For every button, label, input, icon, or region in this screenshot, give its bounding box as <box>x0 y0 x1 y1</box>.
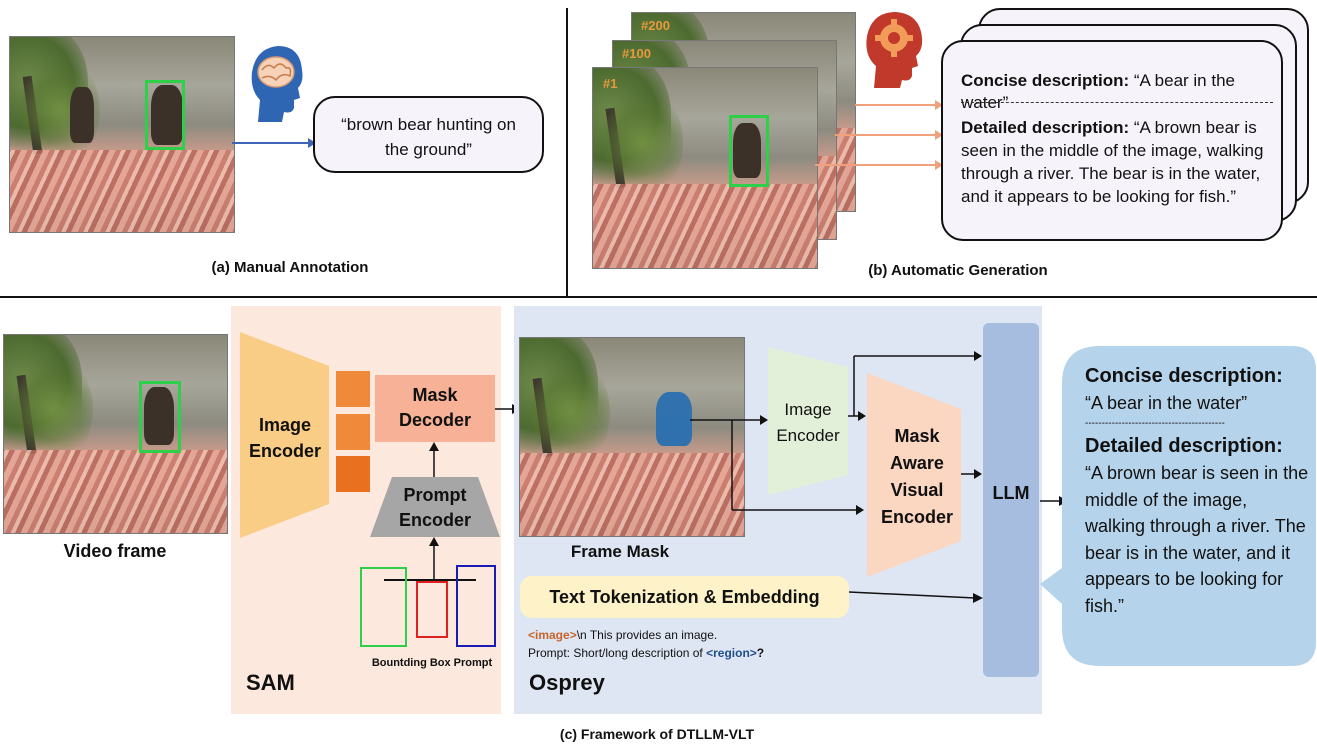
mask-decoder-label: Mask Decoder <box>398 385 472 430</box>
output-detailed-text: “A brown bear is seen in the middle of t… <box>1085 463 1309 616</box>
embedding-block-2 <box>336 414 370 450</box>
text-tokenization-block: Text Tokenization & Embedding <box>520 576 849 618</box>
prompt-line2-end: ? <box>756 646 765 660</box>
panel-b-arrows <box>815 95 945 175</box>
frame-1 <box>592 67 818 269</box>
prompt-encoder-label: Prompt Encoder <box>398 485 472 530</box>
panel-b-description-bubble: Concise description: “A bear in the wate… <box>941 40 1283 241</box>
prompt-to-decoder-arrow <box>428 442 440 478</box>
output-concise-text: “A bear in the water” <box>1085 393 1248 413</box>
panel-c-bounding-box <box>139 381 181 453</box>
sam-title: SAM <box>246 670 295 695</box>
embedding-block-1 <box>336 371 370 407</box>
panel-b-dashed-divider <box>961 102 1273 103</box>
panel-b-detailed-label: Detailed description: <box>961 118 1130 137</box>
output-concise-label: Concise description: <box>1085 365 1283 387</box>
panel-a-caption: (a) Manual Annotation <box>211 259 369 276</box>
frame-mask-image <box>519 337 745 537</box>
brain-head-icon <box>248 42 304 126</box>
prompt-line1: \n This provides an image. <box>576 628 718 642</box>
bbox-prompt-connector <box>384 579 476 581</box>
mask-decoder: Mask Decoder <box>375 375 495 442</box>
panel-c-video-frame <box>3 334 228 534</box>
bbox-prompt-red <box>416 581 448 638</box>
output-divider: ----------------------------------------… <box>1085 418 1225 429</box>
frame-number-100: #100 <box>622 46 651 61</box>
panel-b-detailed-text: “A brown bear is seen in the middle of t… <box>961 118 1264 206</box>
osprey-image-encoder: Image Encoder <box>768 347 848 495</box>
panel-b-bounding-box <box>729 115 769 187</box>
gear-head-icon <box>862 8 928 92</box>
prompt-encoder: Prompt Encoder <box>370 477 500 537</box>
text-tokenization-label: Text Tokenization & Embedding <box>549 587 820 607</box>
bbox-prompt-label: Bountding Box Prompt <box>371 657 493 669</box>
panel-a-video-frame <box>9 36 235 233</box>
frame-number-1: #1 <box>603 76 618 91</box>
prompt-line2: Prompt: Short/long description of <box>528 646 707 660</box>
panel-a-annotation-bubble: “brown bear hunting on the ground” <box>313 96 544 173</box>
sam-image-encoder-label: Image Encoder <box>248 415 322 461</box>
output-text: Concise description: “A bear in the wate… <box>1085 362 1310 619</box>
video-frame-label: Video frame <box>63 541 167 561</box>
bbox-prompt-blue <box>456 565 496 647</box>
panel-a-quote: “brown bear hunting on the ground” <box>341 115 516 159</box>
panel-a-bounding-box <box>145 80 185 150</box>
bbox-to-prompt-arrow <box>428 537 440 580</box>
osprey-title: Osprey <box>529 670 605 695</box>
bbox-prompt-green <box>360 567 407 647</box>
panel-a-arrow <box>232 136 316 148</box>
frame-mask-label: Frame Mask <box>570 542 670 561</box>
image-token: <image> <box>528 628 577 642</box>
frame-number-200: #200 <box>641 18 670 33</box>
vertical-divider <box>566 8 568 296</box>
output-bubble <box>1040 346 1317 666</box>
llm-block: LLM <box>983 323 1039 677</box>
text-to-llm-arrow <box>848 590 983 604</box>
mask-aware-visual-encoder-label: Mask Aware Visual Encoder <box>881 426 954 527</box>
horizontal-divider <box>0 296 1317 298</box>
sam-image-encoder: Image Encoder <box>240 332 329 538</box>
llm-label: LLM <box>992 483 1030 503</box>
embedding-block-3 <box>336 456 370 492</box>
region-token: <region> <box>706 646 757 660</box>
mask-aware-visual-encoder: Mask Aware Visual Encoder <box>867 373 961 577</box>
panel-c-caption: (c) Framework of DTLLM-VLT <box>559 726 755 742</box>
osprey-flow-arrows <box>690 340 990 520</box>
prompt-template: <image>\n This provides an image. Prompt… <box>528 626 764 662</box>
panel-b-concise-label: Concise description: <box>961 71 1130 90</box>
osprey-image-encoder-label: Image Encoder <box>776 400 840 445</box>
output-detailed-label: Detailed description: <box>1085 435 1283 457</box>
panel-b-caption: (b) Automatic Generation <box>868 262 1048 279</box>
